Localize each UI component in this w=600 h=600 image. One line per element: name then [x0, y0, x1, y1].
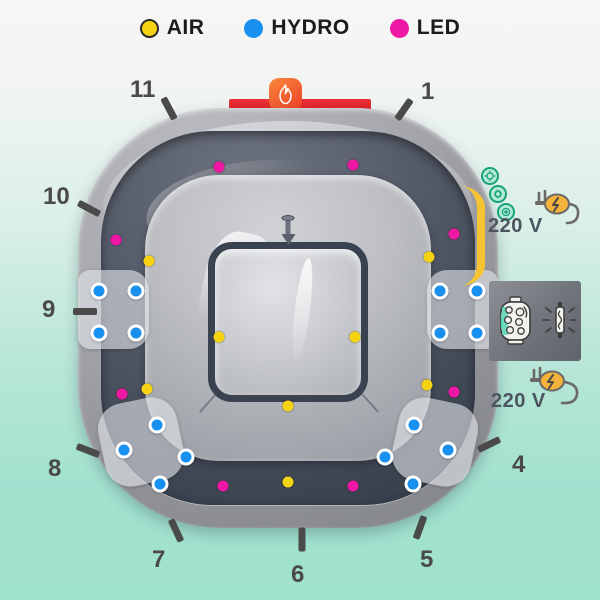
legend-item-led: LED — [389, 16, 461, 40]
led-light-marker — [213, 161, 225, 173]
voltage-label-bottom: 220 V — [491, 390, 546, 412]
air-port-marker — [349, 331, 361, 343]
air-port-marker — [282, 400, 294, 412]
callout-number-8: 8 — [48, 455, 62, 482]
legend-item-hydro: HYDRO — [244, 16, 349, 40]
legend-label-air: AIR — [166, 16, 205, 39]
led-light-marker — [448, 228, 460, 240]
callout-number-5: 5 — [420, 546, 434, 573]
heater-element-icon — [541, 302, 576, 338]
air-dot-icon — [139, 18, 159, 38]
valve-control-icon[interactable] — [489, 185, 507, 203]
led-light-marker — [448, 386, 460, 397]
valve-control-icon[interactable] — [481, 167, 499, 185]
voltage-label-top: 220 V — [488, 215, 543, 237]
air-port-marker — [423, 251, 435, 263]
led-light-marker — [116, 388, 128, 400]
tub-footwell — [208, 242, 368, 402]
hydro-jet-marker — [90, 324, 108, 342]
legend-label-led: LED — [416, 16, 461, 39]
hydro-jet-marker — [151, 475, 169, 493]
callout-number-10: 10 — [43, 183, 70, 210]
hydro-jet-marker — [468, 282, 486, 300]
hydro-jet-marker — [148, 416, 166, 434]
hydro-jet-marker — [431, 324, 449, 342]
callout-tick-9 — [73, 308, 97, 315]
callout-number-7: 7 — [152, 546, 166, 573]
legend: AIR HYDRO LED — [0, 16, 600, 40]
callout-number-4: 4 — [512, 451, 526, 478]
plug-icon — [528, 366, 586, 417]
led-light-marker — [347, 480, 359, 492]
valve-control-icon[interactable] — [497, 203, 515, 221]
valve-controls-group — [481, 167, 525, 229]
air-port-marker — [143, 255, 155, 267]
hydro-jet-marker — [404, 475, 422, 493]
hydro-jet-marker — [115, 441, 133, 459]
hydro-jet-marker — [127, 324, 145, 342]
callout-number-11: 11 — [130, 76, 156, 103]
callout-number-6: 6 — [291, 561, 305, 588]
flame-icon — [269, 78, 302, 111]
led-light-marker — [110, 234, 122, 246]
callout-number-1: 1 — [421, 78, 435, 105]
hydro-jet-marker — [127, 282, 145, 300]
led-dot-icon — [389, 18, 409, 38]
drain-fixture-icon — [281, 215, 296, 246]
led-light-marker — [217, 480, 229, 492]
air-port-marker — [421, 379, 433, 391]
hydro-jet-marker — [468, 324, 486, 342]
hydro-jet-marker — [439, 441, 457, 459]
hydro-jet-marker — [177, 448, 195, 466]
legend-item-air: AIR — [139, 16, 205, 40]
plug-icon — [533, 189, 585, 238]
equipment-module — [489, 281, 581, 361]
pump-filter-icon — [499, 296, 531, 345]
hydro-jet-marker — [431, 282, 449, 300]
tub-edge-arc — [459, 186, 485, 286]
hydro-dot-icon — [244, 18, 264, 38]
footwell-highlight — [289, 257, 316, 361]
callout-number-9: 9 — [42, 296, 56, 323]
air-port-marker — [213, 331, 225, 343]
hydro-jet-marker — [90, 282, 108, 300]
led-light-marker — [347, 159, 359, 171]
legend-label-hydro: HYDRO — [271, 16, 350, 39]
hot-tub-illustration — [78, 108, 498, 528]
air-port-marker — [141, 383, 153, 395]
hydro-jet-marker — [405, 416, 423, 434]
hydro-jet-marker — [376, 448, 394, 466]
air-port-marker — [282, 476, 294, 488]
callout-tick-6 — [298, 527, 306, 552]
